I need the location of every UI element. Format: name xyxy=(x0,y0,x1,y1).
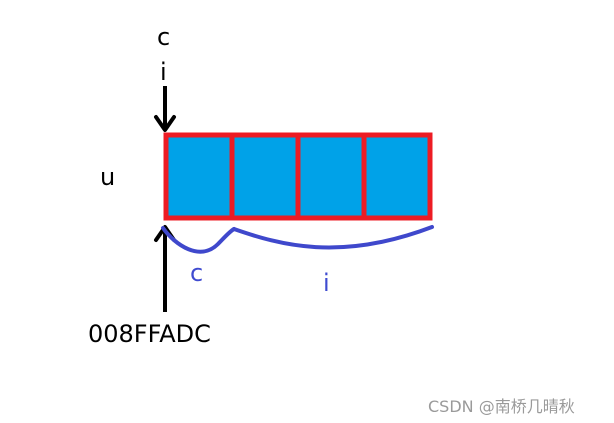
memory-cell-4 xyxy=(361,132,433,221)
down-arrow xyxy=(154,86,176,132)
memory-cell-3 xyxy=(295,132,367,221)
union-label-u: u xyxy=(100,163,115,191)
csdn-watermark: CSDN @南桥几晴秋 xyxy=(428,397,575,416)
memory-cell-2 xyxy=(229,132,301,221)
brace-label-c: c xyxy=(190,259,203,287)
address-label: 008FFADC xyxy=(88,320,211,348)
brace-label-i: i xyxy=(323,269,330,297)
brace-c xyxy=(161,226,236,254)
memory-cell-1 xyxy=(163,132,235,221)
memory-block xyxy=(163,132,433,221)
top-label-i: i xyxy=(160,58,167,86)
top-label-c: c xyxy=(157,23,170,51)
brace-i xyxy=(232,225,434,250)
